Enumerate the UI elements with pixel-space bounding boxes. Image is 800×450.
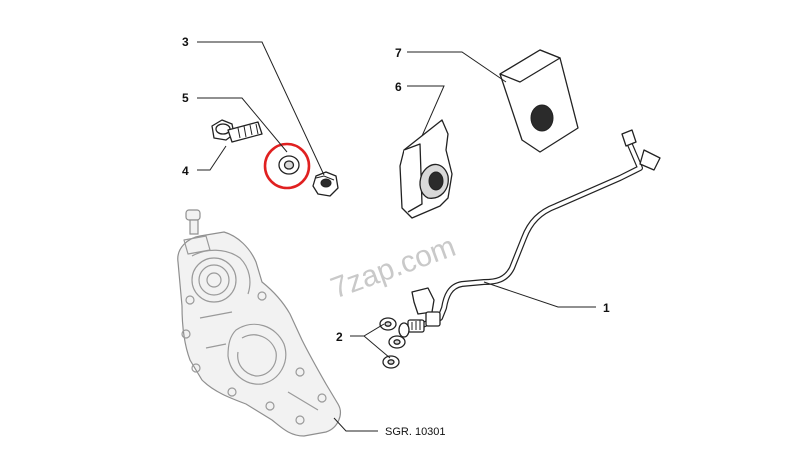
rubber-block — [499, 49, 579, 153]
callout-6: 6 — [395, 80, 402, 94]
callout-4: 4 — [182, 164, 189, 178]
watermark-text: 7zap.com — [327, 230, 461, 305]
callout-2: 2 — [336, 330, 343, 344]
leader-lines — [197, 41, 596, 432]
bolt — [211, 119, 263, 143]
callout-1: 1 — [603, 301, 610, 315]
bracket — [399, 119, 453, 219]
highlight-circle — [263, 142, 311, 190]
hex-nut — [312, 171, 339, 197]
pipe — [398, 129, 661, 338]
callout-7: 7 — [395, 46, 402, 60]
engine-cover-illustration — [177, 209, 341, 437]
callout-3: 3 — [182, 35, 189, 49]
washer — [278, 155, 300, 175]
callout-5: 5 — [182, 91, 189, 105]
reference-code: SGR. 10301 — [385, 426, 446, 438]
seal-washers — [379, 317, 406, 369]
